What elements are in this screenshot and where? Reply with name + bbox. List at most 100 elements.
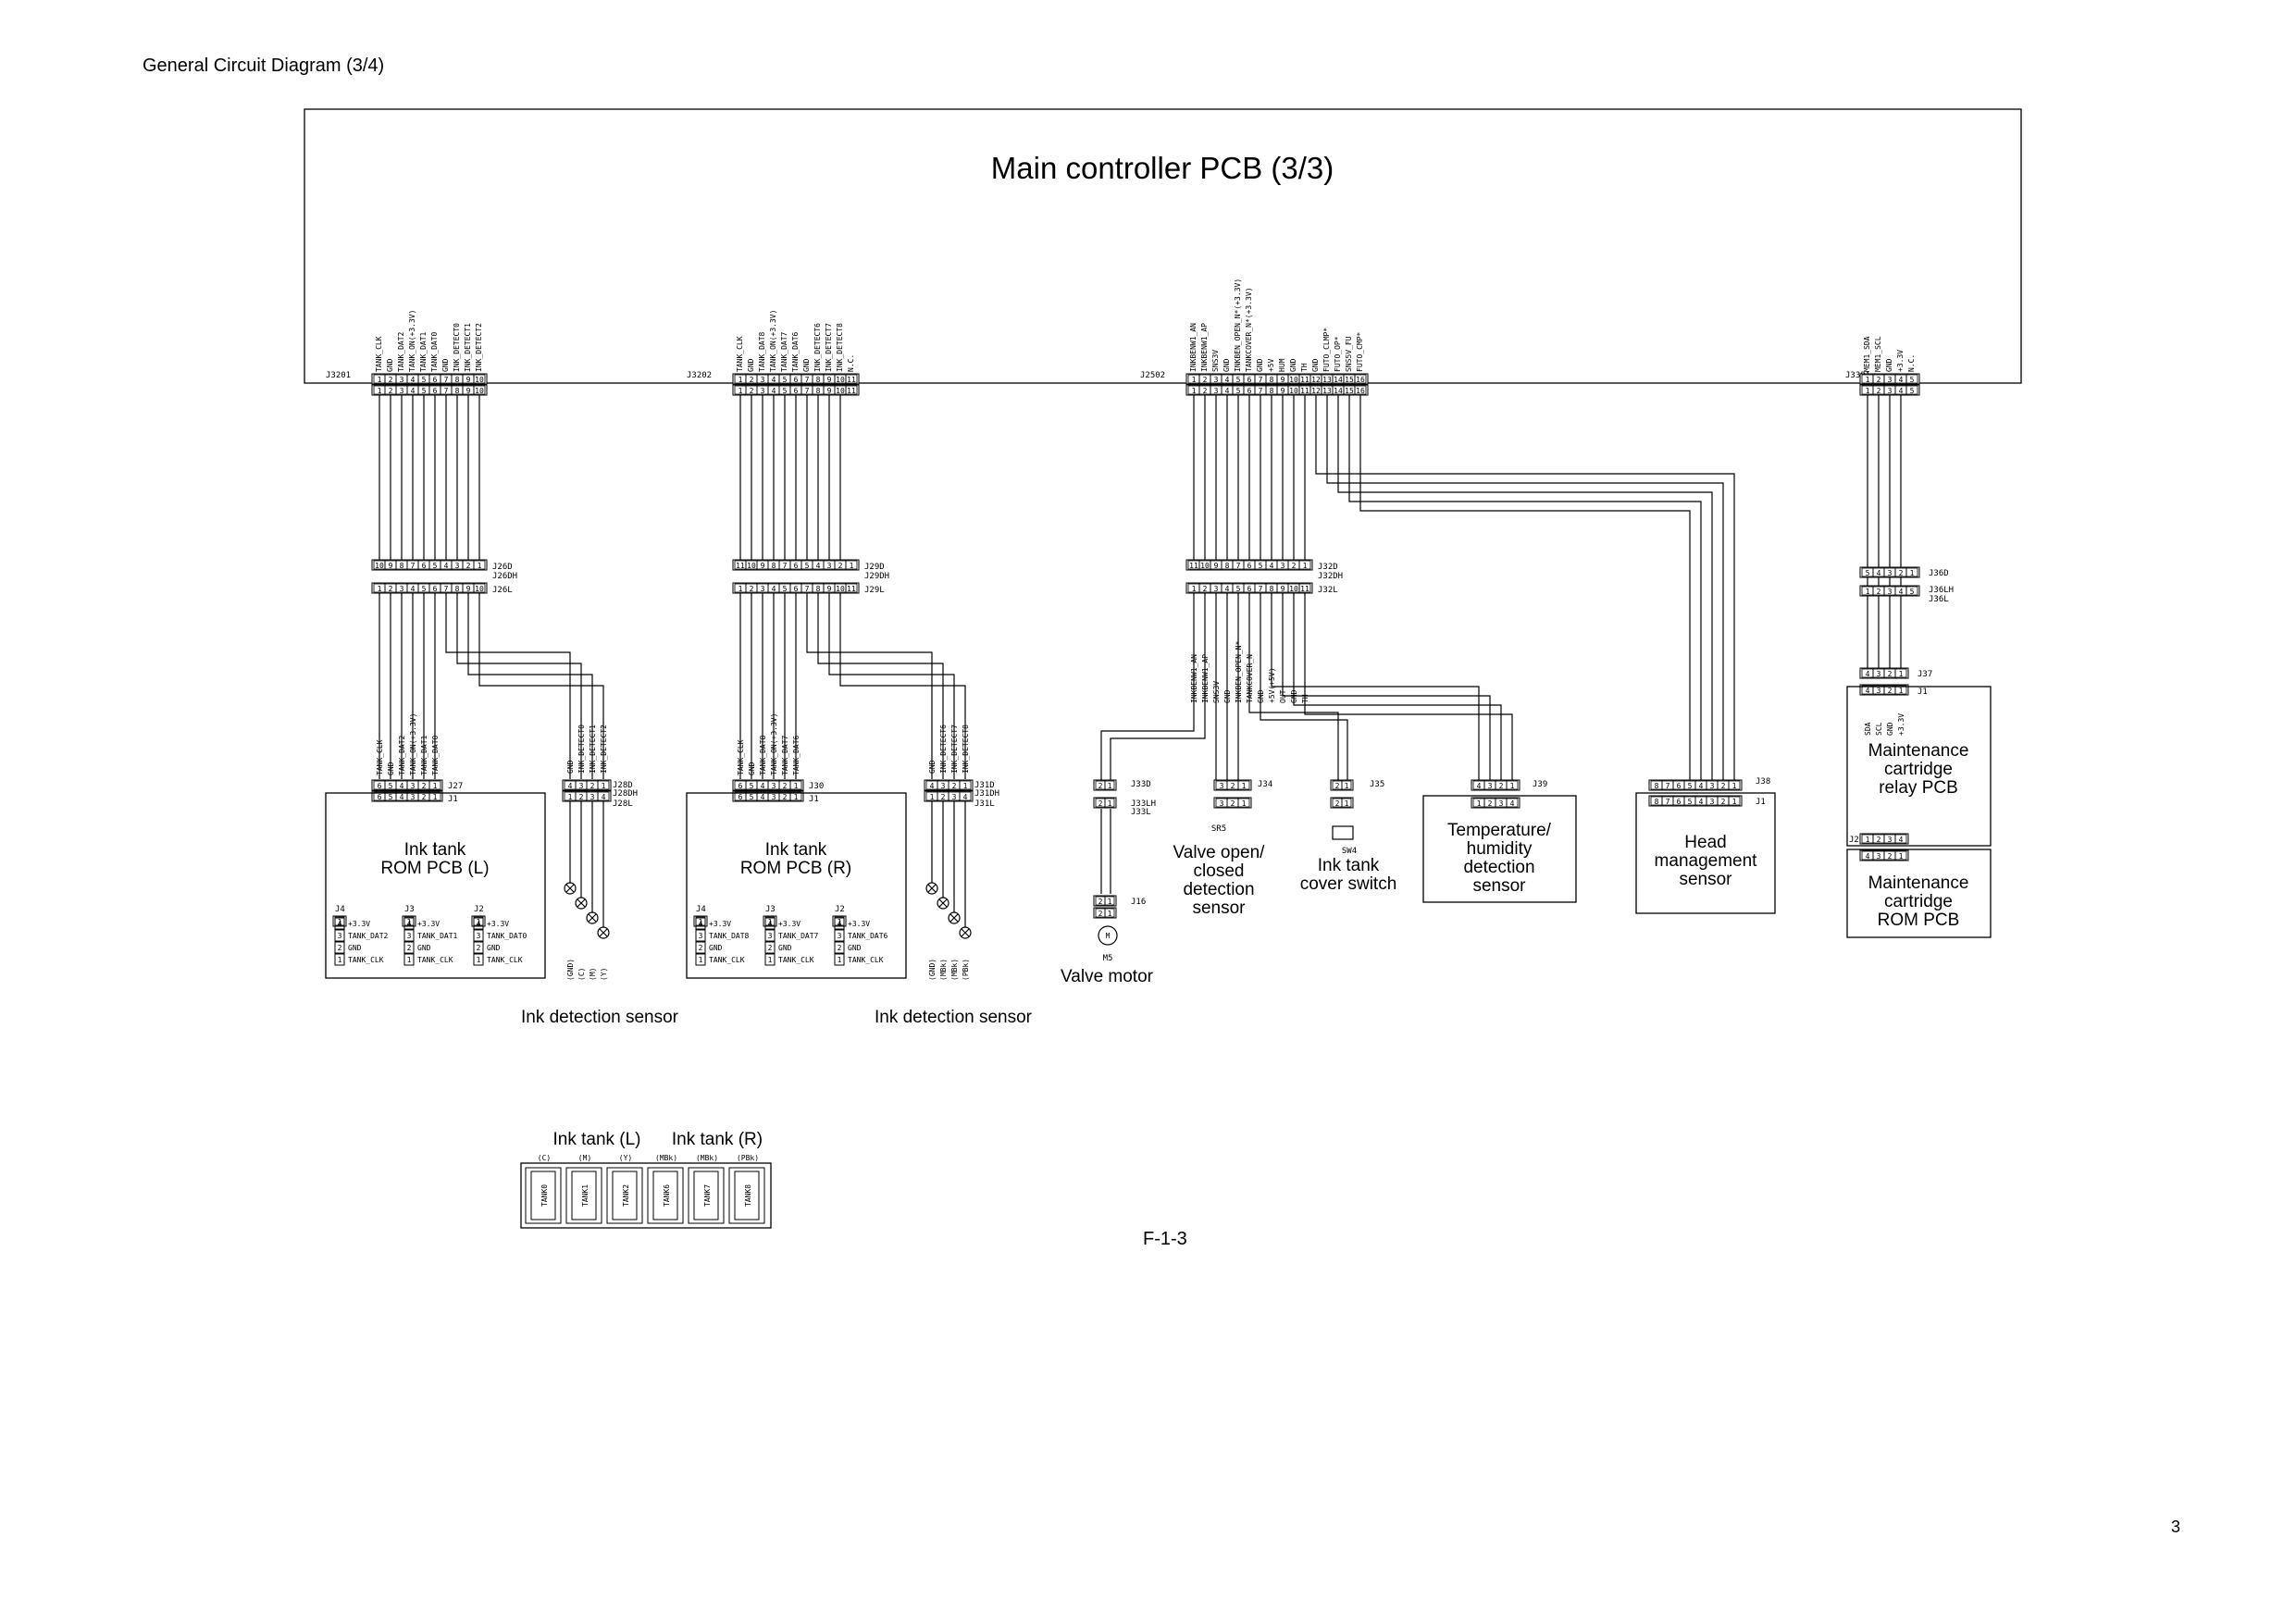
j38-j1-pins-pin-number: 1: [1732, 798, 1737, 806]
rom-pin-number: 2: [477, 944, 481, 952]
j3202-signal-label: INK_DETECT8: [836, 323, 844, 372]
j3202-signal-label: N.C.: [847, 354, 855, 372]
rom-pin: [403, 953, 415, 966]
j32l-pins-pin-number: 6: [1247, 585, 1252, 593]
rom-pin: [834, 917, 845, 930]
legend-tank-name: TANK1: [581, 1184, 590, 1207]
j31-signal-label: INK_DETECT6: [939, 725, 948, 774]
valve-motor-wire: [1100, 593, 1195, 780]
j2502-plug-pin-number: 16: [1356, 387, 1365, 395]
legend-tank-box: [688, 1167, 725, 1224]
j3202-signal-label: TANK_CLK: [736, 336, 744, 372]
j35-plug-pin-number: 1: [1345, 799, 1349, 808]
j32l-signal-label: INKBEN_OPEN_N*: [1235, 640, 1243, 703]
j32d-pins-pin-number: 5: [1259, 562, 1263, 570]
j30-pins-pin: [789, 780, 802, 790]
legend-tank-box: [728, 1167, 765, 1224]
j16-plug-pin: [1104, 908, 1115, 918]
svg-text:cartridge: cartridge: [1884, 760, 1953, 779]
j26l-pins-pin-number: 4: [411, 585, 416, 593]
legend-tank-name: TANK2: [622, 1184, 630, 1207]
j2502-signal-label: GND: [1311, 358, 1320, 372]
j2502-label: J2502: [1140, 371, 1165, 380]
j37-j1-pins-pin-number: 1: [1899, 687, 1904, 695]
ink-sensor-lamp-cross: [927, 884, 937, 893]
j38-j1-pins-pin-number: 5: [1688, 798, 1693, 806]
j3301-signal-label: MEM1_SDA: [1863, 336, 1871, 372]
j29d-pins-pin-number: 3: [827, 562, 832, 570]
j30-j1-pins-pin-number: 2: [783, 793, 788, 801]
j34-label: J34: [1258, 780, 1272, 789]
j34-pins-pin: [1237, 780, 1250, 790]
j27-j1-label: J1: [448, 795, 458, 804]
j3201-pins-pin-number: 6: [433, 376, 438, 384]
svg-text:detection: detection: [1183, 880, 1254, 899]
j2-pins-pin: [1894, 834, 1907, 844]
j30-signal-label: TANK_DAT6: [792, 735, 800, 775]
rom-pin-frame-body: [332, 915, 347, 927]
page-number: 3: [2171, 1518, 2181, 1536]
rom-pin: [695, 941, 706, 954]
j3201-signal-label: INK_DETECT1: [464, 323, 472, 372]
j27-signal-label: TANK_CLK: [376, 739, 384, 775]
j28-wire: [467, 593, 593, 779]
ink-detect-r-label: Ink detection sensor: [875, 1008, 1033, 1027]
j29l-pins-pin-number: 6: [794, 585, 799, 593]
ink-tank-legend-box: [520, 1162, 772, 1229]
rom-j-pins-pin-number: 3: [1877, 852, 1881, 861]
j28d-pins-pin-number: 1: [602, 782, 606, 790]
rom-pin-signal: TANK_DAT7: [778, 932, 819, 940]
j3201-pins-pin-number: 3: [400, 376, 404, 384]
j39-pins-pin-number: 2: [1499, 782, 1504, 790]
rom-pin: [334, 917, 345, 930]
legend-tank-name: TANK8: [744, 1184, 752, 1207]
j3301-pins-pin: [1905, 374, 1918, 384]
j3301-signal-label: N.C.: [1907, 354, 1916, 372]
svg-text:management: management: [1655, 851, 1758, 871]
rom-conn-label: J3: [765, 905, 776, 914]
j3202-pins-pin: [845, 374, 858, 384]
rom-pin-frame-pin-number: 1: [838, 918, 842, 926]
rom-pin-signal: GND: [348, 944, 362, 952]
rom-pin-signal: TANK_CLK: [778, 956, 814, 964]
j36lh-label: J36LH: [1929, 586, 1954, 595]
rom-pin: [764, 929, 776, 942]
j3202-signal-label: TANK_DAT6: [791, 331, 800, 372]
rom-pin: [834, 953, 845, 966]
j3202-pins-pin-number: 4: [772, 376, 776, 384]
j2502-plug-pin-number: 8: [1270, 387, 1274, 395]
rom-conn-label: J4: [696, 905, 706, 914]
j36d-pins-pin-number: 5: [1866, 569, 1870, 577]
rom-pin-signal: GND: [417, 944, 431, 952]
j28-signal-label: GND: [566, 760, 575, 774]
j36d-pins-body: [1859, 566, 1920, 578]
rom-pin: [403, 941, 415, 954]
j38-j1-pins-pin-number: 6: [1677, 798, 1682, 806]
rom-pin-frame-body: [471, 915, 486, 927]
ink-rom-l-title: I: [432, 840, 437, 860]
ink-rom-l-title-1: Ink tank: [404, 840, 466, 860]
rom-pin-number: 4: [338, 920, 342, 928]
j26d-label: J26D: [492, 563, 513, 572]
j32l-signal-label: INKBENW1_AN: [1190, 654, 1198, 703]
j29d-pins-pin-number: 9: [761, 562, 765, 570]
temp-wire: [1293, 593, 1502, 780]
svg-text:cartridge: cartridge: [1884, 892, 1953, 911]
j2502-signal-label: SNS3V: [1211, 350, 1220, 372]
j30-pins-pin-number: 2: [783, 782, 788, 790]
j32l-pins-pin-number: 10: [1289, 585, 1298, 593]
j38-j1-pins-pin-number: 8: [1655, 798, 1659, 806]
j28d-pins-pin-number: 2: [590, 782, 595, 790]
j3202-pins-pin-number: 7: [805, 376, 810, 384]
j30-label: J30: [809, 782, 824, 791]
j38-pins-pin-number: 1: [1732, 782, 1737, 790]
j38-pins-pin-number: 8: [1655, 782, 1659, 790]
j2502-pins-pin-number: 16: [1356, 376, 1365, 384]
j30-j1-pins-pin-number: 4: [761, 793, 765, 801]
rom-pin-number: 3: [477, 932, 481, 940]
j3202-signal-label: TANK_DAT8: [758, 331, 766, 372]
